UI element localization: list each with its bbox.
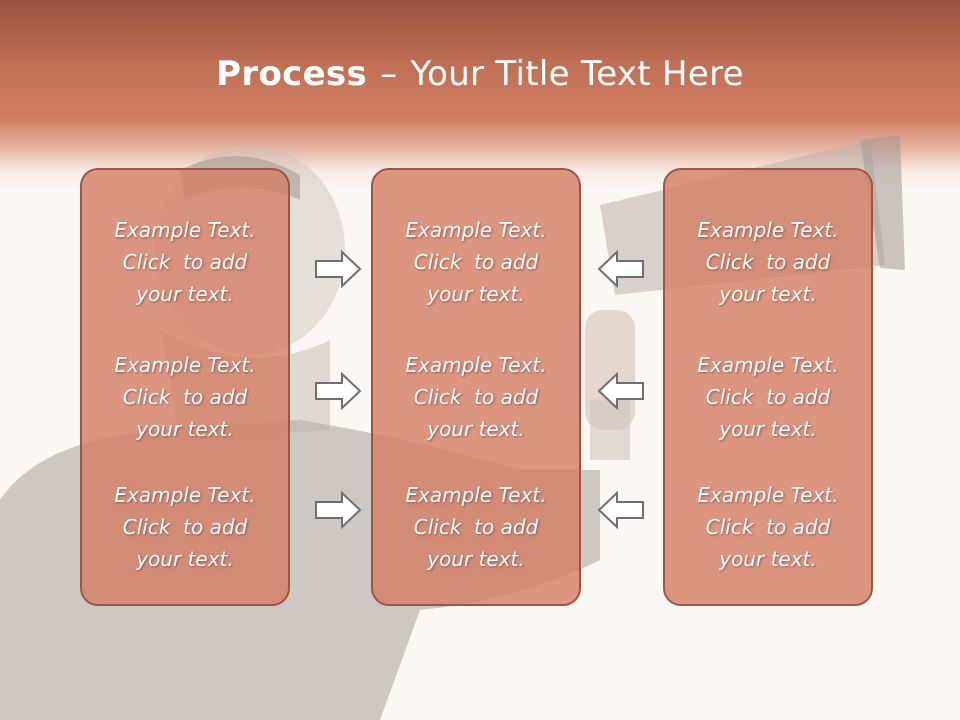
text-line: Example Text. [405,218,547,242]
text-line: Click to add [122,385,248,409]
page-title: Process – Your Title Text Here [0,54,960,94]
arrow-left-icon [597,371,644,411]
text-line: Example Text. [405,483,547,507]
arrow-right-icon [315,371,362,411]
process-panel-center[interactable]: Example Text. Click to add your text. Ex… [371,168,581,606]
title-rest: Your Title Text Here [410,54,744,94]
arrow-right-icon [315,490,362,530]
arrow-right-icon [315,249,362,289]
text-line: Click to add [413,385,539,409]
text-line: Click to add [413,250,539,274]
text-line: your text. [427,282,525,306]
text-placeholder[interactable]: Example Text. Click to add your text. [82,479,288,575]
text-line: Click to add [705,515,831,539]
text-line: Example Text. [114,353,256,377]
text-line: your text. [719,547,817,571]
text-line: Click to add [122,515,248,539]
text-placeholder[interactable]: Example Text. Click to add your text. [82,349,288,445]
text-line: your text. [427,547,525,571]
text-line: Example Text. [697,353,839,377]
text-line: Example Text. [697,218,839,242]
text-line: Click to add [705,250,831,274]
text-line: your text. [136,282,234,306]
text-placeholder[interactable]: Example Text. Click to add your text. [373,479,579,575]
title-dash: – [380,54,398,94]
title-bold: Process [216,54,368,94]
text-line: Click to add [705,385,831,409]
text-line: Example Text. [405,353,547,377]
text-line: your text. [136,417,234,441]
text-placeholder[interactable]: Example Text. Click to add your text. [665,349,871,445]
text-placeholder[interactable]: Example Text. Click to add your text. [373,349,579,445]
text-line: Example Text. [114,483,256,507]
text-placeholder[interactable]: Example Text. Click to add your text. [82,214,288,310]
text-line: your text. [719,282,817,306]
text-placeholder[interactable]: Example Text. Click to add your text. [665,214,871,310]
arrow-left-icon [597,249,644,289]
text-line: Click to add [122,250,248,274]
text-line: Example Text. [697,483,839,507]
text-line: Example Text. [114,218,256,242]
text-line: your text. [719,417,817,441]
arrow-left-icon [597,490,644,530]
text-line: your text. [136,547,234,571]
process-panel-right[interactable]: Example Text. Click to add your text. Ex… [663,168,873,606]
process-panel-left[interactable]: Example Text. Click to add your text. Ex… [80,168,290,606]
text-line: Click to add [413,515,539,539]
text-placeholder[interactable]: Example Text. Click to add your text. [373,214,579,310]
text-line: your text. [427,417,525,441]
text-placeholder[interactable]: Example Text. Click to add your text. [665,479,871,575]
